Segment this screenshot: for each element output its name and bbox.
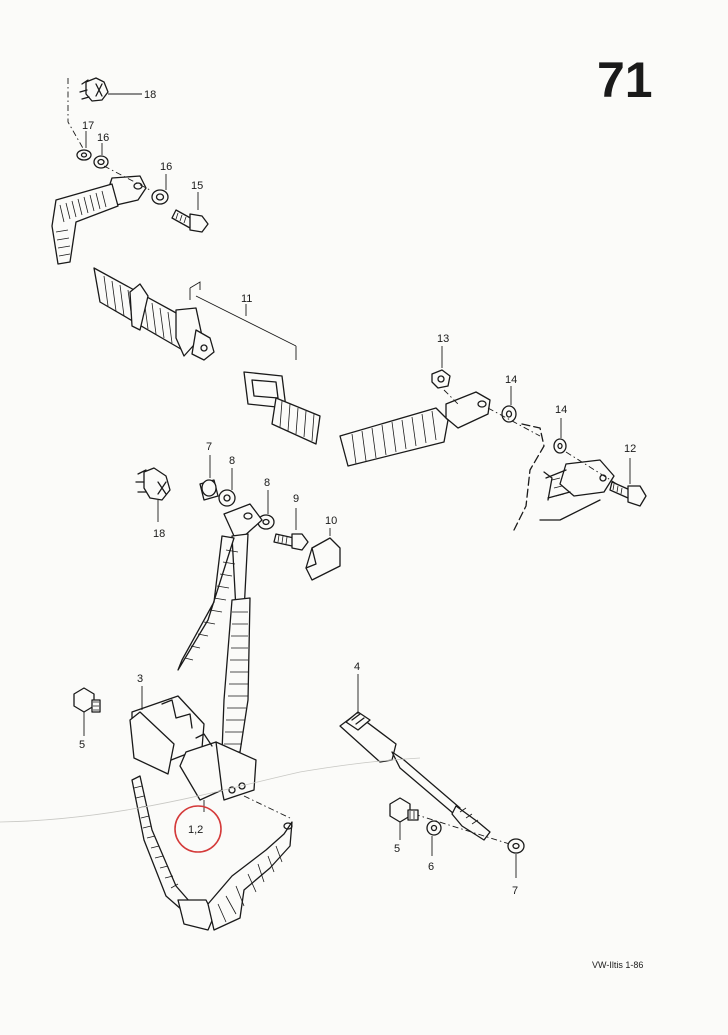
footer-reference: VW-Iltis 1-86 bbox=[592, 960, 643, 970]
label-3: 3 bbox=[137, 673, 143, 685]
label-10: 10 bbox=[325, 515, 337, 527]
label-7-top: 7 bbox=[206, 441, 212, 453]
washer-part-16-left bbox=[93, 143, 109, 169]
label-14-a: 14 bbox=[505, 374, 517, 386]
label-4: 4 bbox=[354, 661, 360, 673]
label-15: 15 bbox=[191, 180, 203, 192]
bolt-part-12 bbox=[609, 458, 647, 507]
label-1-2: 1,2 bbox=[188, 824, 203, 836]
highlight-circle bbox=[174, 805, 222, 853]
retractor-part-3 bbox=[129, 686, 205, 775]
label-8-b: 8 bbox=[264, 477, 270, 489]
assembly-line-lower-right bbox=[413, 813, 517, 847]
strap-anchor-top-left bbox=[51, 175, 147, 265]
assembly-line-14 bbox=[487, 407, 541, 437]
label-18-top: 18 bbox=[144, 89, 156, 101]
label-6: 6 bbox=[428, 861, 434, 873]
assembly-line-top bbox=[67, 78, 85, 151]
bracket-right bbox=[513, 423, 615, 531]
label-9: 9 bbox=[293, 493, 299, 505]
washer-part-16-right bbox=[151, 174, 169, 205]
assembly-line-16 bbox=[103, 165, 151, 191]
clip-part-18-mid bbox=[135, 467, 171, 522]
buckle-latch-part-11 bbox=[243, 371, 321, 445]
label-14-b: 14 bbox=[555, 404, 567, 416]
washer-part-7-bottom bbox=[507, 838, 525, 878]
washer-part-14-a bbox=[501, 386, 517, 423]
buckle-strap-part-11 bbox=[93, 267, 215, 361]
spacer-part-6 bbox=[426, 820, 442, 856]
nut-part-13 bbox=[431, 346, 451, 389]
strap-right-upper bbox=[339, 391, 491, 467]
assembly-line-13 bbox=[443, 389, 459, 405]
assembly-line-12 bbox=[565, 451, 621, 487]
label-5-right: 5 bbox=[394, 843, 400, 855]
buckle-tongue-part-4 bbox=[339, 674, 491, 841]
page-number: 71 bbox=[597, 52, 653, 108]
label-17: 17 bbox=[82, 120, 94, 132]
clip-part-18-top bbox=[79, 77, 142, 102]
bolt-part-15 bbox=[171, 192, 209, 233]
bolt-part-5-left bbox=[73, 687, 101, 736]
washer-part-8-a bbox=[218, 468, 236, 507]
spacer-part-7-top bbox=[199, 455, 219, 501]
lower-belt-strap bbox=[131, 775, 293, 931]
retractor-part-1-2 bbox=[179, 733, 257, 812]
upper-belt-strap bbox=[177, 503, 263, 753]
label-13: 13 bbox=[437, 333, 449, 345]
label-8-a: 8 bbox=[229, 455, 235, 467]
washer-part-8-b bbox=[257, 490, 275, 530]
cover-part-10 bbox=[305, 528, 341, 581]
washer-part-14-b bbox=[553, 418, 567, 454]
label-11-bracket bbox=[189, 281, 297, 360]
washer-part-17 bbox=[76, 131, 92, 161]
assembly-line-retractor bbox=[243, 795, 291, 819]
label-11: 11 bbox=[241, 293, 252, 305]
label-12: 12 bbox=[624, 443, 636, 455]
paper-fold-line bbox=[0, 757, 421, 823]
label-16-right: 16 bbox=[160, 161, 172, 173]
label-7-bottom: 7 bbox=[512, 885, 518, 897]
bolt-part-9 bbox=[273, 508, 309, 551]
label-5-left: 5 bbox=[79, 739, 85, 751]
label-18-mid: 18 bbox=[153, 528, 165, 540]
label-16-left: 16 bbox=[97, 132, 109, 144]
bolt-part-5-right bbox=[389, 797, 419, 840]
